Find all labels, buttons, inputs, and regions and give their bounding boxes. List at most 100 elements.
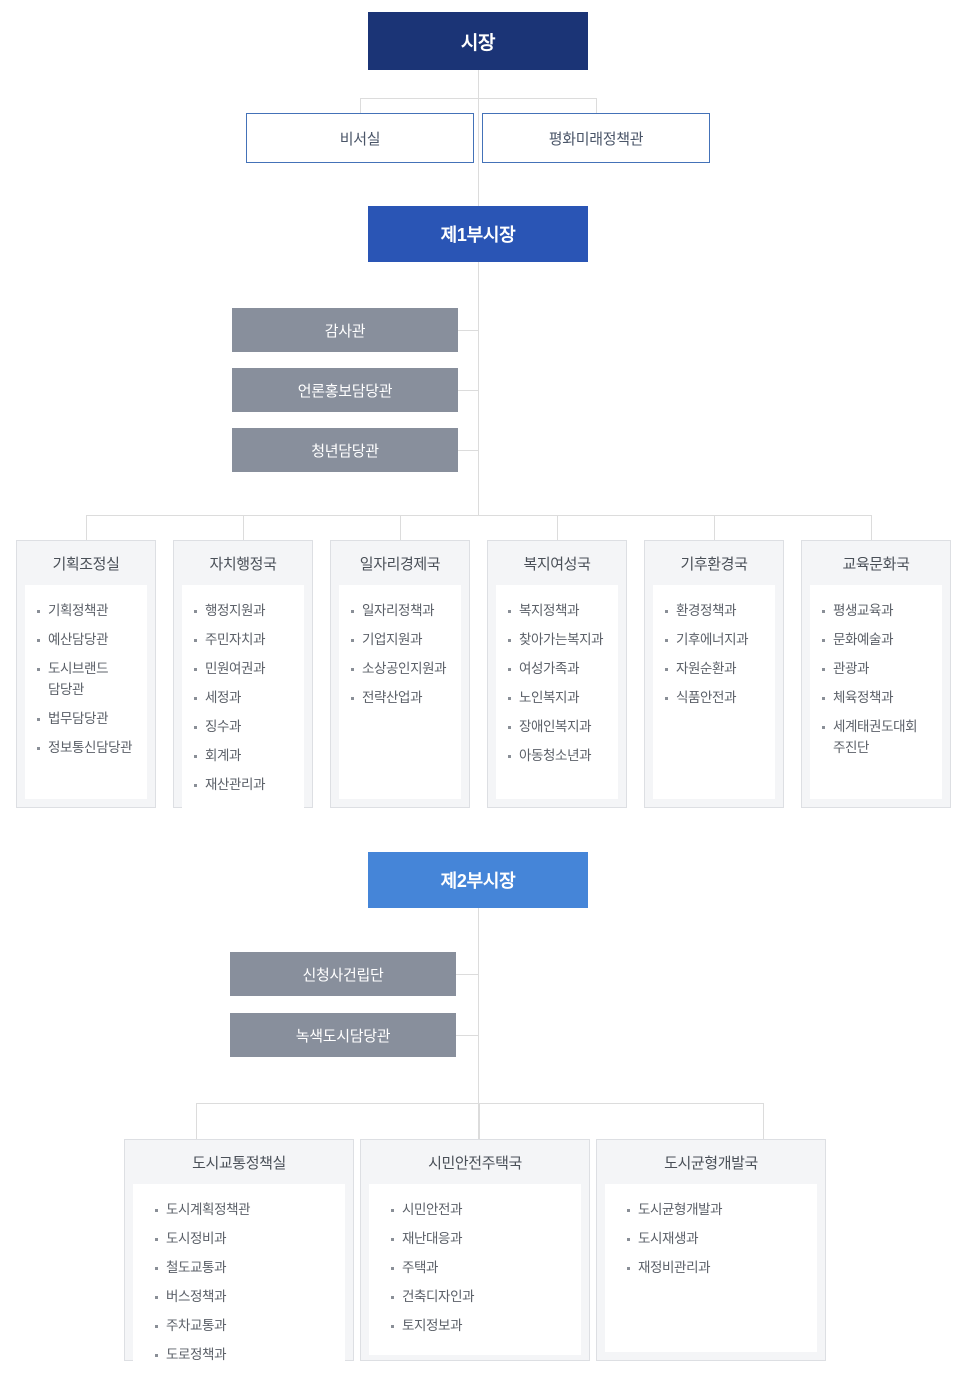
node-new-city-hall-construction-team-label: 신청사건립단 [302,966,384,984]
card-title: 자치행정국 [209,555,277,573]
division-item: 아동청소년과 [508,746,614,767]
card-urban-transport-policy-office[interactable]: 도시교통정책실 도시계획정책관 도시정비과 철도교통과 버스정책과 주차교통과 … [124,1139,354,1373]
card-body: 일자리정책과 기업지원과 소상공인지원과 전략산업과 [339,585,461,799]
card-body: 행정지원과 주민자치과 민원여권과 세정과 징수과 회계과 재산관리과 [182,585,304,814]
card-title: 도시균형개발국 [664,1154,758,1172]
node-first-vice-mayor[interactable]: 제1부시장 [368,206,588,262]
division-item: 찾아가는복지과 [508,630,614,651]
node-youth-office[interactable]: 청년담당관 [232,428,458,472]
card-title: 일자리경제국 [359,555,441,573]
node-peace-future-policy-office[interactable]: 평화미래정책관 [482,113,710,163]
connector-drop-bureau-6 [871,515,872,540]
division-item: 민원여권과 [194,659,300,680]
node-mayor[interactable]: 시장 [368,12,588,70]
division-item: 버스정책과 [155,1287,341,1308]
card-balanced-urban-development-bureau[interactable]: 도시균형개발국 도시균형개발과 도시재생과 재정비관리과 [596,1139,826,1361]
card-title: 기획조정실 [52,555,120,573]
card-body: 복지정책과 찾아가는복지과 여성가족과 노인복지과 장애인복지과 아동청소년과 [496,585,618,799]
division-item: 복지정책과 [508,601,614,622]
division-item: 주택과 [391,1258,577,1279]
card-body: 시민안전과 재난대응과 주택과 건축디자인과 토지정보과 [369,1184,581,1355]
division-item: 토지정보과 [391,1316,577,1337]
node-first-vice-mayor-label: 제1부시장 [440,225,516,245]
card-jobs-economy-bureau[interactable]: 일자리경제국 일자리정책과 기업지원과 소상공인지원과 전략산업과 [330,540,470,808]
division-item: 건축디자인과 [391,1287,577,1308]
division-item: 재산관리과 [194,775,300,796]
connector-mayor-down [478,70,479,98]
division-item: 여성가족과 [508,659,614,680]
division-item: 도시정비과 [155,1229,341,1250]
division-item: 정보통신담당관 [37,738,143,759]
division-list: 환경정책과 기후에너지과 자원순환과 식품안전과 [665,601,771,709]
connector-drop-bureau-2 [243,515,244,540]
node-auditor-office[interactable]: 감사관 [232,308,458,352]
division-item: 노인복지과 [508,688,614,709]
node-peace-future-policy-office-label: 평화미래정책관 [548,130,644,148]
connector-drop-bureau-1 [86,515,87,540]
division-item: 기획정책관 [37,601,143,622]
node-press-pr-office[interactable]: 언론홍보담당관 [232,368,458,412]
connector-vice2-trunk [478,908,479,1140]
node-secretariat-label: 비서실 [339,130,381,148]
card-title: 도시교통정책실 [192,1154,286,1172]
card-citizen-safety-housing-bureau[interactable]: 시민안전주택국 시민안전과 재난대응과 주택과 건축디자인과 토지정보과 [360,1139,590,1361]
connector-stub-youth [458,450,479,451]
card-title: 교육문화국 [842,555,910,573]
division-list: 일자리정책과 기업지원과 소상공인지원과 전략산업과 [351,601,457,709]
division-item: 도로정책과 [155,1345,341,1366]
division-item: 도시재생과 [627,1229,813,1250]
division-item: 도시균형개발과 [627,1200,813,1221]
connector-drop-bureau-4 [557,515,558,540]
division-list: 복지정책과 찾아가는복지과 여성가족과 노인복지과 장애인복지과 아동청소년과 [508,601,614,767]
card-body: 도시균형개발과 도시재생과 재정비관리과 [605,1184,817,1352]
division-item: 행정지원과 [194,601,300,622]
division-item: 자원순환과 [665,659,771,680]
card-autonomous-administration-bureau[interactable]: 자치행정국 행정지원과 주민자치과 민원여권과 세정과 징수과 회계과 재산관리… [173,540,313,814]
connector-to-peace-office [596,98,597,113]
division-item: 주민자치과 [194,630,300,651]
division-item: 도시계획정책관 [155,1200,341,1221]
card-body: 기획정책관 예산담당관 도시브랜드 담당관 법무담당관 정보통신담당관 [25,585,147,799]
node-second-vice-mayor-label: 제2부시장 [440,871,516,891]
division-list: 평생교육과 문화예술과 관광과 체육정책과 세계태권도대회 주진단 [822,601,938,759]
card-education-culture-bureau[interactable]: 교육문화국 평생교육과 문화예술과 관광과 체육정책과 세계태권도대회 주진단 [801,540,951,808]
division-item: 세정과 [194,688,300,709]
division-item: 도시브랜드 담당관 [37,659,143,701]
connector-stub-press-pr [458,390,479,391]
connector-vice1-bureau-bus [86,515,871,516]
division-item: 철도교통과 [155,1258,341,1279]
division-list: 도시균형개발과 도시재생과 재정비관리과 [627,1200,813,1279]
node-youth-office-label: 청년담당관 [311,442,379,460]
node-auditor-office-label: 감사관 [324,322,366,340]
division-item: 환경정책과 [665,601,771,622]
node-green-city-office[interactable]: 녹색도시담당관 [230,1013,456,1057]
card-body: 평생교육과 문화예술과 관광과 체육정책과 세계태권도대회 주진단 [810,585,942,799]
division-item: 회계과 [194,746,300,767]
division-item: 주차교통과 [155,1316,341,1337]
card-title: 기후환경국 [680,555,748,573]
division-item: 징수과 [194,717,300,738]
card-climate-environment-bureau[interactable]: 기후환경국 환경정책과 기후에너지과 자원순환과 식품안전과 [644,540,784,808]
division-item: 일자리정책과 [351,601,457,622]
connector-stub-auditor [458,330,479,331]
division-item: 세계태권도대회 주진단 [822,717,938,759]
card-welfare-women-bureau[interactable]: 복지여성국 복지정책과 찾아가는복지과 여성가족과 노인복지과 장애인복지과 아… [487,540,627,808]
node-secretariat[interactable]: 비서실 [246,113,474,163]
division-item: 평생교육과 [822,601,938,622]
division-item: 소상공인지원과 [351,659,457,680]
division-item: 시민안전과 [391,1200,577,1221]
node-second-vice-mayor[interactable]: 제2부시장 [368,852,588,908]
division-list: 행정지원과 주민자치과 민원여권과 세정과 징수과 회계과 재산관리과 [194,601,300,795]
connector-vice1-trunk [478,262,479,515]
node-new-city-hall-construction-team[interactable]: 신청사건립단 [230,952,456,996]
card-planning-coordination-office[interactable]: 기획조정실 기획정책관 예산담당관 도시브랜드 담당관 법무담당관 정보통신담당… [16,540,156,808]
card-title: 시민안전주택국 [428,1154,522,1172]
division-item: 예산담당관 [37,630,143,651]
node-green-city-office-label: 녹색도시담당관 [295,1027,391,1045]
card-body: 환경정책과 기후에너지과 자원순환과 식품안전과 [653,585,775,799]
division-item: 문화예술과 [822,630,938,651]
division-list: 시민안전과 재난대응과 주택과 건축디자인과 토지정보과 [391,1200,577,1337]
connector-stub-green-city [456,1035,479,1036]
card-body: 도시계획정책관 도시정비과 철도교통과 버스정책과 주차교통과 도로정책과 [133,1184,345,1373]
